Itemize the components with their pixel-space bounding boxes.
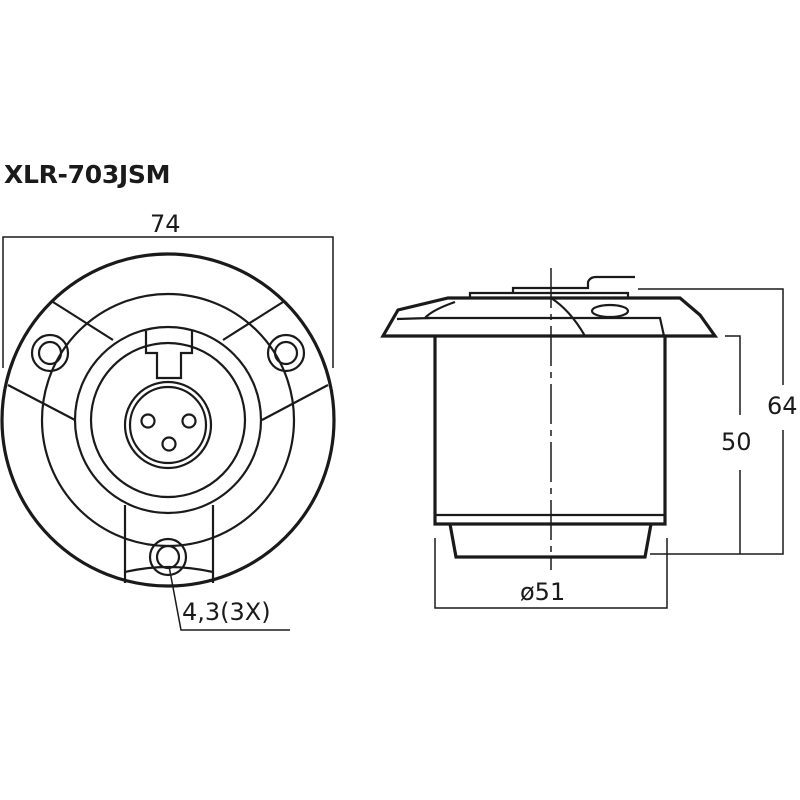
insert-inner — [128, 385, 208, 465]
hole-callout-label: 4,3(3X) — [182, 598, 271, 626]
top-plate — [468, 291, 630, 298]
mounting-hole-left-inner — [37, 340, 63, 366]
inner-ring — [40, 292, 296, 548]
pin-3 — [161, 436, 177, 452]
socket-inner — [89, 341, 247, 499]
mounting-hole-right — [266, 333, 306, 373]
latch-tab — [511, 275, 635, 293]
label-gap-50 — [727, 415, 757, 470]
hole-leader-line — [168, 565, 290, 631]
socket-outer — [73, 325, 263, 515]
flange-facet — [550, 297, 586, 337]
pin-2 — [181, 413, 197, 429]
label-gap-64 — [770, 385, 800, 430]
width-dimension-line — [2, 236, 334, 368]
bottom-boss — [448, 523, 653, 559]
mounting-hole-left — [30, 333, 70, 373]
latch-key — [144, 331, 194, 380]
diameter-label: ø51 — [520, 578, 566, 606]
flange-inner-line — [425, 316, 666, 337]
body — [433, 336, 667, 526]
front-view — [0, 236, 336, 631]
arm-bottom — [123, 505, 215, 583]
outer-flange — [0, 252, 336, 588]
flange-profile — [380, 296, 719, 338]
total-height-label: 64 — [767, 392, 798, 420]
pin-1 — [140, 413, 156, 429]
arm-left — [7, 301, 114, 421]
flange-bevel-left — [396, 300, 456, 321]
body-height-dimension-line — [725, 335, 741, 554]
mounting-hole-right-inner — [273, 340, 299, 366]
body-height-label: 50 — [721, 428, 752, 456]
arm-right — [222, 301, 329, 421]
mounting-hole-bottom — [148, 537, 188, 577]
model-title: XLR-703JSM — [4, 160, 171, 189]
flange-hole — [590, 303, 630, 319]
side-view — [380, 268, 800, 609]
diameter-dimension-line — [434, 538, 668, 609]
width-dimension-label: 74 — [150, 210, 181, 238]
mounting-hole-bottom-inner — [155, 544, 181, 570]
insert-outer — [123, 380, 213, 470]
